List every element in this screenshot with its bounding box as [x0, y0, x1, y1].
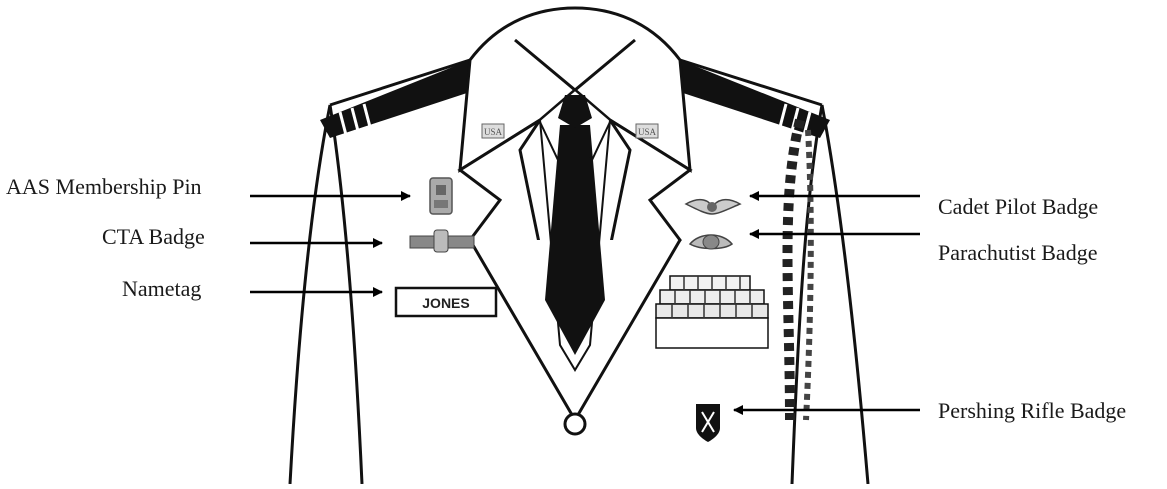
label-pershing-rifle-badge: Pershing Rifle Badge: [938, 400, 1126, 422]
parachutist-badge: [690, 235, 732, 249]
label-cta-badge: CTA Badge: [102, 226, 205, 248]
cta-badge: [410, 230, 474, 252]
collar-insignia-right: USA: [636, 124, 658, 138]
label-parachutist-badge: Parachutist Badge: [938, 242, 1097, 264]
jacket-button: [565, 414, 585, 434]
aiguillette-cord: [788, 120, 811, 420]
nametag-text: JONES: [422, 295, 469, 311]
collar-insignia-left: USA: [482, 124, 504, 138]
cadet-pilot-badge: [686, 200, 740, 214]
pershing-rifle-badge: [696, 404, 720, 442]
aas-membership-pin: [430, 178, 452, 214]
svg-text:USA: USA: [638, 127, 657, 137]
ribbon-rack: [656, 276, 768, 348]
label-nametag: Nametag: [122, 278, 201, 300]
label-cadet-pilot-badge: Cadet Pilot Badge: [938, 196, 1098, 218]
svg-text:USA: USA: [484, 127, 503, 137]
left-epaulette: [320, 60, 470, 138]
nametag: JONES: [396, 288, 496, 316]
label-aas-membership-pin: AAS Membership Pin: [6, 176, 202, 198]
